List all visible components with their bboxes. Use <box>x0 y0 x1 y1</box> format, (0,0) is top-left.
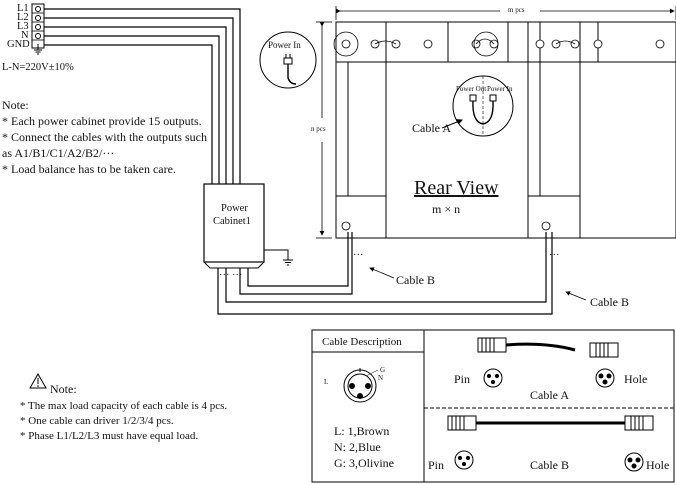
cable-description-title: Cable Description <box>322 336 402 348</box>
supply-wires <box>44 8 241 185</box>
note-title: Note: <box>2 98 29 112</box>
note-line: * The max load capacity of each cable is… <box>20 400 228 412</box>
cable-b-label: Cable B <box>396 273 435 287</box>
power-cabinet-box <box>203 183 265 263</box>
power-in-detail <box>259 31 317 89</box>
rear-view-panel <box>335 21 676 239</box>
cable-b-label: Cable B <box>590 295 629 309</box>
dimension-lines <box>316 6 676 239</box>
wire-color: N: 2,Blue <box>334 440 381 454</box>
note-line: * Phase L1/L2/L3 must have equal load. <box>20 430 199 442</box>
power-cabinet-label: Power <box>221 203 248 214</box>
wire-color: G: 3,Olivine <box>334 456 394 470</box>
power-out-label: Power Out <box>456 85 487 93</box>
rear-view-title: Rear View <box>414 177 499 199</box>
width-dimension: m pcs <box>508 6 525 14</box>
cable-dots: ··· <box>353 250 364 261</box>
cable-a-detail <box>441 75 514 137</box>
connector-n-label: N <box>378 374 384 382</box>
cable-a-label: Cable A <box>412 121 451 135</box>
warning-icon <box>29 372 47 389</box>
supply-voltage: L-N=220V±10% <box>2 62 74 73</box>
terminal-label-l2: L2 <box>17 12 29 23</box>
cable-dots: ··· <box>549 250 560 261</box>
cable-b-runs <box>217 232 553 315</box>
cable-description-box <box>311 329 675 483</box>
cabinet-output-dots: ··· <box>232 270 243 281</box>
power-in-detail-label: Power In <box>487 85 513 93</box>
terminal-block <box>31 3 45 55</box>
terminal-label-n: N <box>21 30 29 41</box>
cable-a-drawing <box>477 337 619 388</box>
cable-b-drawing <box>447 415 654 472</box>
note-line: * Each power cabinet provide 15 outputs. <box>2 114 202 128</box>
terminal-label-l3: L3 <box>17 21 29 32</box>
connector-l-label: L <box>324 378 329 386</box>
cable-a-name: Cable A <box>530 388 569 402</box>
cable-b-pin-label: Pin <box>428 458 445 472</box>
note-title: Note: <box>50 382 77 396</box>
wire-color: L: 1,Brown <box>334 424 390 438</box>
terminal-label-l1: L1 <box>17 3 29 14</box>
note-line: * Connect the cables with the outputs su… <box>2 130 207 144</box>
panel-connectors <box>341 39 665 231</box>
note-line: * Load balance has to be taken care. <box>2 162 176 176</box>
connector-g-label: G <box>380 366 386 374</box>
connector-face <box>343 368 379 403</box>
power-cabinet-label: Cabinet1 <box>213 216 251 227</box>
height-dimension: n pcs <box>311 125 326 133</box>
rear-view-size: m × n <box>432 202 461 216</box>
cable-b-name: Cable B <box>530 458 569 472</box>
cable-b-hole-label: Hole <box>646 458 670 472</box>
cable-a-hole-label: Hole <box>624 372 648 386</box>
terminal-label-gnd: GND <box>7 39 30 50</box>
note-line: * One cable can driver 1/2/3/4 pcs. <box>20 415 174 427</box>
note-line: as A1/B1/C1/A2/B2/··· <box>2 146 115 160</box>
cabinet-output-dots: ··· <box>219 270 230 281</box>
cable-a-pin-label: Pin <box>454 372 471 386</box>
power-in-label: Power In <box>268 40 301 50</box>
